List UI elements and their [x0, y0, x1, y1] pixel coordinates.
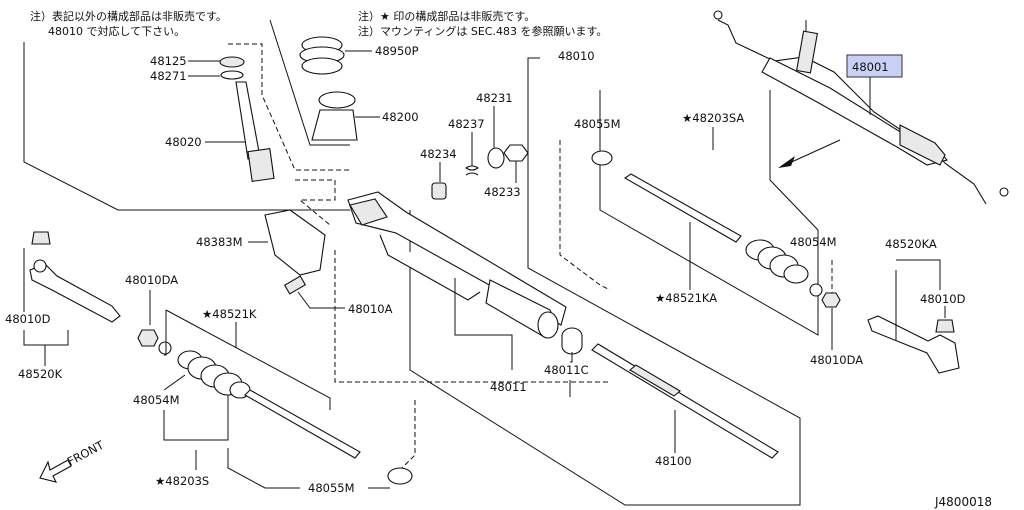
- front-arrow-icon: [39, 459, 72, 483]
- arrow-line: [784, 139, 841, 166]
- label-48234[interactable]: 48234: [420, 147, 457, 161]
- box-48521K-left: [164, 310, 167, 356]
- label-48055M-top[interactable]: 48055M: [574, 117, 621, 131]
- part-48200: [311, 91, 358, 141]
- note-top-line2: 注）マウンティングは SEC.483 を参照願います。: [358, 24, 607, 38]
- label-48100[interactable]: 48100: [655, 454, 692, 468]
- part-48010DA-right-clip: [809, 283, 823, 297]
- part-48010DA-left-clip: [158, 341, 172, 355]
- leader-48054M-left: [163, 374, 186, 391]
- leader-48203S-b: [227, 448, 300, 489]
- label-48010D-left[interactable]: 48010D: [5, 312, 51, 326]
- label-48011[interactable]: 48011: [490, 380, 527, 394]
- part-48055M-top: [591, 150, 613, 166]
- rack-housing: [347, 191, 567, 339]
- note-left-line2: 48010 で対応して下さい。: [48, 24, 185, 38]
- part-48521K: [244, 389, 361, 459]
- part-48010D-left-nut: [31, 231, 51, 245]
- label-48200[interactable]: 48200: [382, 110, 419, 124]
- label-48520KA[interactable]: 48520KA: [885, 237, 937, 251]
- label-48125[interactable]: 48125: [150, 54, 187, 68]
- part-48383M: [264, 209, 326, 276]
- dash-bottom-boot: [394, 400, 416, 476]
- part-48520K-ball: [33, 259, 47, 273]
- leader-48520K: [23, 330, 69, 346]
- arrow-head-icon: [778, 156, 795, 168]
- label-48011C[interactable]: 48011C: [544, 363, 589, 377]
- part-48521KA: [623, 173, 742, 243]
- part-48231: [487, 147, 505, 169]
- label-48010D-right[interactable]: 48010D: [920, 292, 966, 306]
- label-48521KA[interactable]: ★48521KA: [655, 291, 717, 305]
- part-48055M-bottom: [387, 467, 413, 485]
- label-48231[interactable]: 48231: [476, 91, 513, 105]
- leader-48011: [454, 278, 513, 370]
- label-48203S[interactable]: ★48203S: [155, 474, 209, 488]
- part-48100-teeth: [629, 364, 681, 397]
- part-48520KA: [867, 315, 960, 374]
- label-48383M[interactable]: 48383M: [196, 235, 243, 249]
- part-48020-shaft: [235, 81, 261, 160]
- part-48950P: [299, 36, 345, 75]
- label-48010[interactable]: 48010: [558, 49, 595, 63]
- label-48054M-left[interactable]: 48054M: [133, 393, 180, 407]
- highlight-48001-box: [846, 54, 903, 78]
- diagram-code: J4800018: [934, 495, 992, 509]
- part-48520K: [29, 263, 121, 323]
- part-48010D-right-nut: [935, 319, 955, 333]
- label-48010DA-right[interactable]: 48010DA: [810, 353, 863, 367]
- part-48237: [465, 165, 479, 176]
- part-48233: [503, 144, 529, 162]
- dash-48383M: [295, 179, 336, 226]
- box-48203SA: [599, 90, 819, 336]
- label-48010A[interactable]: 48010A: [348, 302, 393, 316]
- label-48950P[interactable]: 48950P: [375, 44, 419, 58]
- note-top-line1: 注）★ 印の構成部品は非販売です。: [358, 9, 535, 23]
- label-48271[interactable]: 48271: [150, 69, 187, 83]
- part-48054M-right-boot: [745, 239, 809, 284]
- label-48233[interactable]: 48233: [484, 185, 521, 199]
- part-48020-gear: [247, 147, 275, 183]
- part-48100-rack: [591, 343, 779, 459]
- steering-gear-assembly: [713, 10, 1009, 205]
- label-48001[interactable]: 48001: [852, 60, 889, 74]
- dash-inner-box: [559, 140, 611, 291]
- dash-48011: [334, 250, 610, 383]
- part-48011C-body: [561, 336, 583, 355]
- label-48010DA-left[interactable]: 48010DA: [125, 273, 178, 287]
- label-48237[interactable]: 48237: [448, 117, 485, 131]
- label-48054M-right[interactable]: 48054M: [790, 235, 837, 249]
- assembly-48010-bracket-top: [269, 19, 350, 146]
- assembly-48010-bracket-left: [23, 42, 350, 211]
- part-48010DA-right-nut: [821, 292, 841, 308]
- dash-48020: [228, 43, 350, 171]
- label-48520K[interactable]: 48520K: [18, 367, 63, 381]
- label-48203SA[interactable]: ★48203SA: [682, 111, 744, 125]
- part-48010A: [283, 275, 307, 295]
- assembly-48010-bracket-right: [409, 57, 801, 506]
- box-48203S-left: [163, 395, 229, 441]
- part-48054M-left-boot: [177, 350, 251, 399]
- box-48521K-top: [165, 309, 331, 410]
- label-48055M-bottom[interactable]: 48055M: [308, 481, 355, 495]
- part-48010DA-left-nut: [137, 329, 159, 347]
- label-48521K[interactable]: ★48521K: [202, 307, 257, 321]
- leader-48011C: [570, 352, 573, 363]
- label-48020[interactable]: 48020: [165, 135, 202, 149]
- leader-48010A: [297, 291, 345, 309]
- note-left-line1: 注）表記以外の構成部品は非販売です。: [30, 9, 227, 23]
- front-label: FRONT: [65, 437, 107, 468]
- front-direction: FRONT: [39, 437, 107, 483]
- part-48271: [220, 70, 244, 80]
- part-48234: [431, 182, 447, 200]
- leader-48520KA: [896, 259, 941, 290]
- part-48125: [219, 56, 245, 68]
